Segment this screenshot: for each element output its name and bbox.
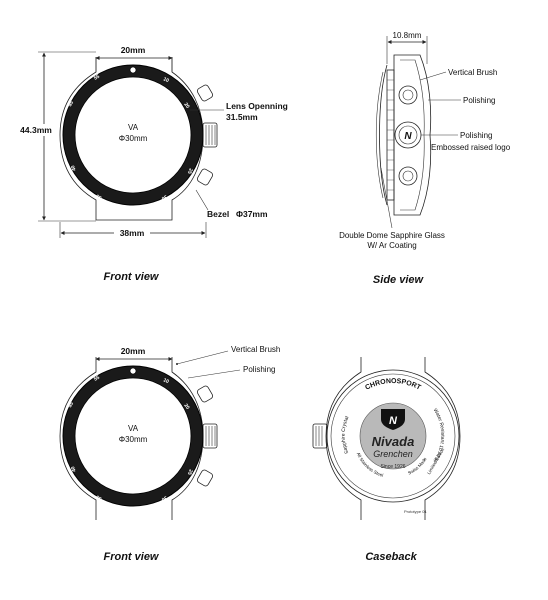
dim-height: 44.3mm	[20, 125, 52, 135]
svg-text:20: 20	[182, 403, 190, 411]
dial-va-bottom: VA	[128, 424, 139, 433]
bezel-label: Bezel	[207, 209, 229, 219]
side-vertical-brush: Vertical Brush	[448, 68, 497, 77]
front-polishing: Polishing	[243, 365, 275, 374]
bezel-pip	[129, 66, 137, 74]
bezel-num-55: 55	[93, 74, 101, 82]
side-pusher-top	[398, 85, 418, 105]
lens-title: Lens Openning	[226, 101, 288, 111]
front-view-bottom: 10 20 25 30 35 40 45 55 VA Φ30mm 20mm Ve…	[59, 345, 280, 563]
crown-logo: N	[404, 131, 412, 142]
case-outline	[59, 57, 204, 221]
svg-text:10: 10	[162, 377, 170, 385]
side-polishing-2: Polishing	[460, 131, 492, 140]
caseback-sapphire: Sapphire Crystal	[341, 415, 351, 454]
caption-caseback: Caseback	[365, 551, 417, 563]
dim-lug-width: 20mm	[121, 45, 146, 55]
caseback-chronosport: CHRONOSPORT	[364, 378, 422, 392]
side-view: N 10.8mm Vertical Brush Polishing Polish…	[339, 31, 511, 286]
bezel-num-45: 45	[67, 100, 75, 108]
caseback-logo-shield	[381, 409, 405, 430]
dial-diameter: Φ30mm	[119, 134, 148, 143]
dim-side-width: 10.8mm	[393, 31, 422, 40]
bezel-num-25: 25	[186, 167, 194, 175]
side-glass-1: Double Dome Sapphire Glass	[339, 231, 445, 240]
dim-case-width: 38mm	[120, 228, 145, 238]
caseback-serial: Prototype 01	[404, 509, 427, 514]
bezel-num-35: 35	[95, 192, 103, 200]
caseback-medallion	[359, 402, 427, 470]
svg-text:45: 45	[67, 401, 75, 409]
caseback-crown	[312, 423, 328, 449]
dial	[74, 76, 192, 194]
dial-va: VA	[128, 123, 139, 132]
side-pusher-bottom	[398, 166, 418, 186]
caseback-view: N Nivada Grenchen Since 1926 CHRONOSPORT…	[312, 357, 461, 563]
caseback-outline	[325, 357, 461, 520]
lens-value: 31.5mm	[226, 112, 258, 122]
caseback-logo-letter: N	[389, 415, 398, 427]
bezel-num-40: 40	[70, 164, 78, 172]
pusher-bottom	[197, 168, 213, 186]
svg-text:35: 35	[95, 493, 103, 501]
dial-diameter-bottom: Φ30mm	[119, 435, 148, 444]
bezel-num-20: 20	[182, 102, 190, 110]
side-glass-2: W/ Ar Coating	[367, 241, 416, 250]
svg-text:30: 30	[160, 494, 168, 502]
caption-front-view-top: Front view	[103, 271, 159, 283]
bezel-num-10: 10	[162, 76, 170, 84]
caseback-outer-ring	[326, 369, 460, 503]
svg-text:40: 40	[70, 465, 78, 473]
bezel-num-30: 30	[160, 193, 168, 201]
pusher-top	[197, 84, 213, 102]
caseback-brand: Nivada	[372, 434, 415, 449]
caseback-brand-sub: Grenchen	[373, 449, 413, 459]
side-embossed: Embossed raised logo	[431, 143, 511, 152]
side-polishing-1: Polishing	[463, 96, 495, 105]
sapphire-dome	[379, 64, 388, 206]
bezel-value: Φ37mm	[236, 209, 268, 219]
caption-front-view-bottom: Front view	[103, 551, 159, 563]
front-vertical-brush: Vertical Brush	[231, 345, 280, 354]
svg-text:55: 55	[93, 375, 101, 383]
dim-lug-width-bottom: 20mm	[121, 346, 146, 356]
caption-side-view: Side view	[373, 274, 425, 286]
dial-bottom	[74, 377, 192, 495]
caseback-limited: Limited Edition	[426, 447, 445, 475]
front-view-top: 10 20 25 30 35 40 45 55 VA Φ30mm 20mm 44…	[20, 45, 288, 283]
svg-text:25: 25	[186, 468, 194, 476]
caseback-since: Since 1926	[380, 464, 405, 470]
